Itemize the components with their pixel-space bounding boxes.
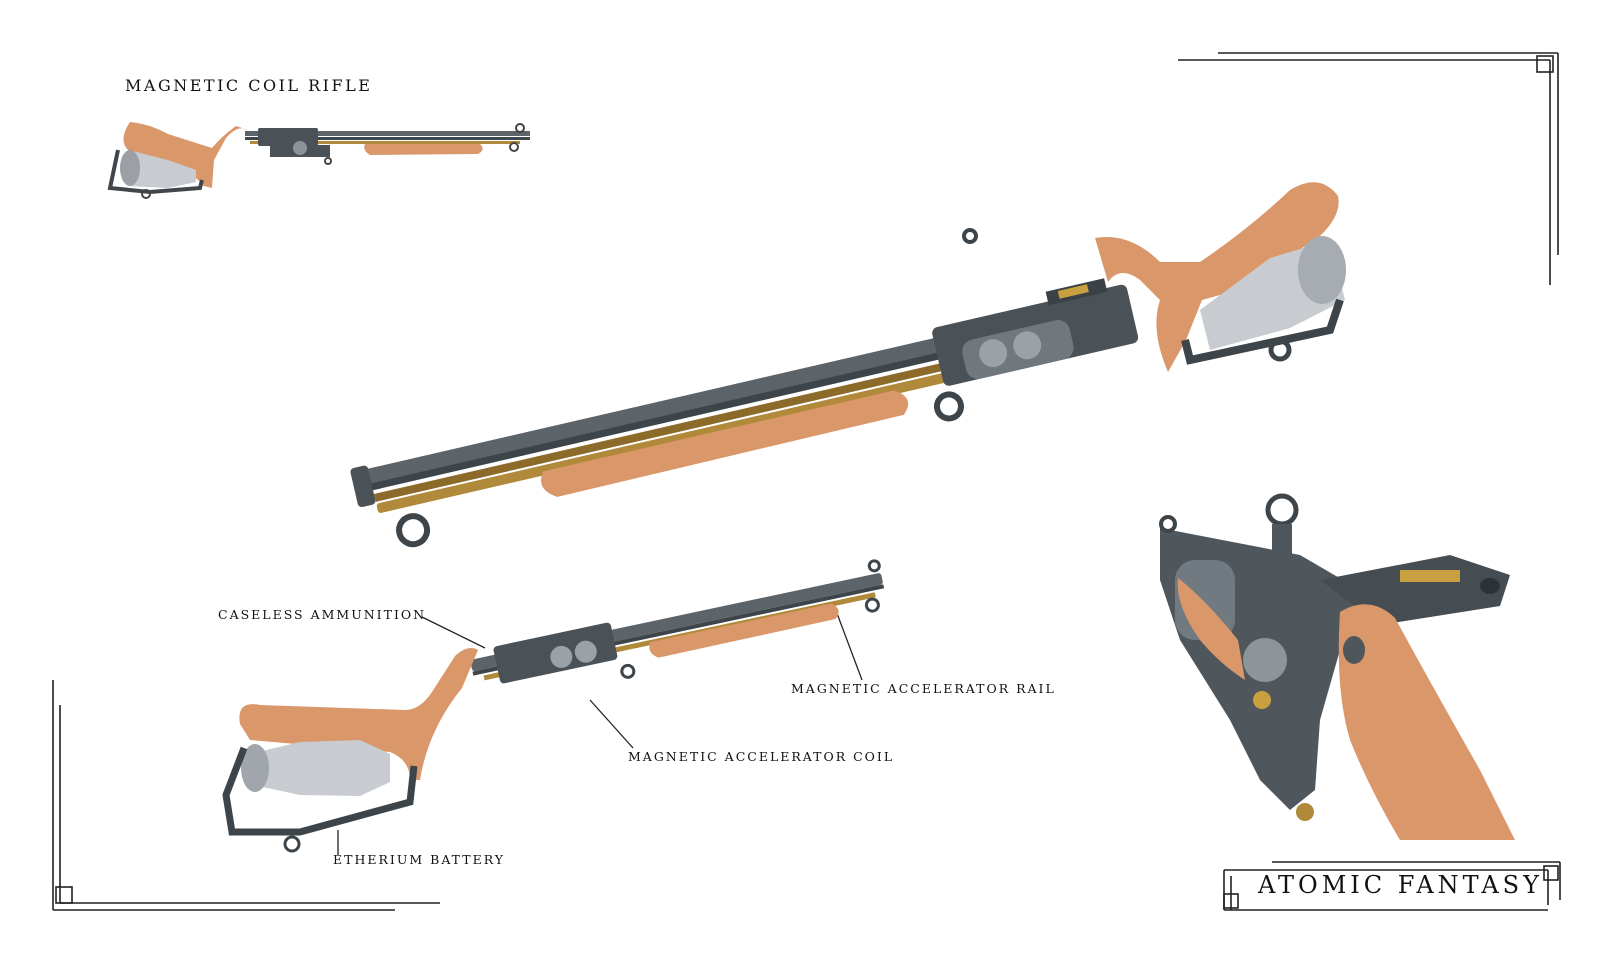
main-front-ring: [396, 513, 431, 548]
sheet-title: Magnetic Coil Rifle: [125, 76, 373, 95]
main-stock: [1095, 182, 1339, 372]
thumb-barrel: [245, 131, 530, 144]
main-battery: [1181, 236, 1346, 365]
labeled-receiver: [493, 622, 618, 684]
labeled-battery: [222, 740, 418, 836]
main-trigger-ring: [933, 391, 964, 422]
closeup-sight: [1265, 493, 1299, 560]
main-muzzle: [350, 465, 376, 508]
closeup-forend: [1177, 578, 1245, 680]
thumb-stock: [123, 122, 248, 188]
thumb-receiver: [258, 128, 330, 157]
labeled-front-sight: [867, 559, 881, 573]
main-rear-ring: [1268, 338, 1292, 362]
callout-etherium-battery: Etherium Battery: [333, 852, 505, 867]
coil-leader: [589, 699, 634, 749]
closeup-stock: [1338, 604, 1515, 840]
callout-accelerator-coil: Magnetic Accelerator Coil: [628, 749, 895, 764]
brand-logo-text: Atomic Fantasy: [1258, 871, 1543, 899]
brand-plate-frame: [1223, 861, 1561, 911]
thumb-trigger-ring: [324, 157, 332, 165]
ammunition-leader: [421, 616, 486, 649]
main-receiver: [932, 278, 1139, 386]
main-top-sight: [962, 228, 978, 244]
rail-leader: [834, 607, 863, 681]
bottom-left-frame: [52, 680, 440, 911]
closeup-muzzle-ring: [1159, 515, 1177, 533]
labeled-forend: [649, 603, 839, 658]
callout-accelerator-rail: Magnetic Accelerator Rail: [791, 681, 1056, 696]
closeup-receiver: [1160, 528, 1360, 821]
thumb-forend: [364, 144, 483, 155]
thumb-rear-ring: [141, 189, 151, 199]
thumb-front-sight: [515, 123, 525, 133]
labeled-trigger-ring: [620, 663, 636, 679]
labeled-sling-ring: [864, 597, 880, 613]
labeled-rear-ring: [283, 835, 301, 853]
callout-caseless-ammunition: Caseless Ammunition: [218, 607, 427, 622]
labeled-stock: [239, 648, 478, 780]
main-forend: [541, 390, 909, 497]
top-right-frame: [1178, 52, 1559, 285]
closeup-stock-bolt: [1343, 636, 1365, 664]
thumb-sling-ring: [509, 142, 519, 152]
